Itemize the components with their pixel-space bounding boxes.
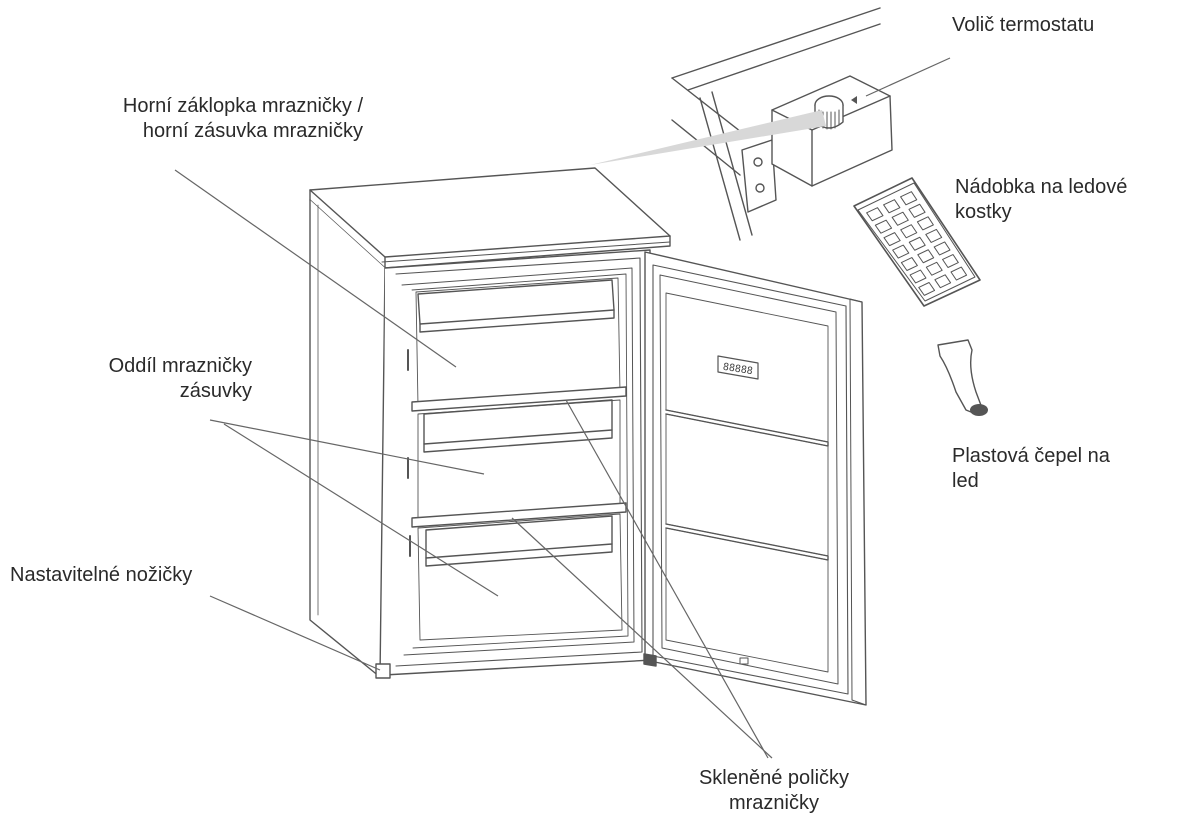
ice-tray-cell <box>950 266 968 281</box>
label-ice-scraper: Plastová čepel na led <box>952 444 1110 494</box>
leader-compartment-2 <box>223 423 499 597</box>
ice-scraper-icon <box>937 339 988 416</box>
ice-tray-cell <box>909 269 927 284</box>
ice-tray-cell <box>918 281 936 296</box>
ice-tray-cell <box>925 228 943 243</box>
label-ice-tray-line-2: kostky <box>955 201 1012 223</box>
thermostat-zoom-wedge <box>590 110 826 165</box>
label-top-flap-line-2: horní zásuvka mrazničky <box>142 120 363 142</box>
ice-tray-cell <box>908 203 926 218</box>
ice-tray-cell <box>892 244 910 259</box>
freezer-door <box>643 251 867 706</box>
label-feet-line-1: Nastavitelné nožičky <box>10 564 193 586</box>
ice-tray-cell <box>900 191 918 206</box>
ice-tray-cell <box>883 199 901 214</box>
label-shelves-line-1: Skleněné poličky <box>698 767 850 789</box>
door-display-text: 88888 <box>722 362 753 378</box>
label-top-flap-line-1: Horní záklopka mrazničky / <box>122 95 363 117</box>
ice-tray-cell <box>866 207 884 222</box>
label-thermostat-selector: Volič termostatu <box>952 13 1094 38</box>
label-compartment-line-1: Oddíl mrazničky <box>108 355 252 377</box>
label-top-flap: Horní záklopka mrazničky / horní zásuvka… <box>123 94 363 144</box>
label-ice-tray: Nádobka na ledové kostky <box>955 175 1127 225</box>
ice-tray-cell <box>925 261 943 276</box>
ice-tray-cell <box>942 254 959 268</box>
ice-tray-cell <box>874 219 893 234</box>
leader-compartment-1 <box>209 419 485 475</box>
label-scraper-line-2: led <box>952 470 979 492</box>
ice-tray-cell <box>883 232 901 247</box>
ice-tray-cell <box>908 236 926 251</box>
label-ice-tray-line-1: Nádobka na ledové <box>955 176 1128 198</box>
label-compartment-line-2: zásuvky <box>179 380 252 402</box>
label-freezer-compartment: Oddíl mrazničky zásuvky <box>109 354 252 404</box>
leader-feet <box>209 595 381 671</box>
label-glass-shelves: Skleněné poličky mrazničky <box>662 766 886 815</box>
label-shelves-line-2: mrazničky <box>728 792 819 814</box>
freezer-cabinet <box>309 167 671 679</box>
label-scraper-line-1: Plastová čepel na <box>952 445 1110 467</box>
leader-shelf-2 <box>511 517 773 759</box>
ice-tray-cell <box>917 249 935 264</box>
leader-top-flap <box>174 169 457 368</box>
label-adjustable-feet: Nastavitelné nožičky <box>10 563 192 588</box>
label-thermostat-line-1: Volič termostatu <box>952 14 1095 36</box>
leader-shelf-1 <box>565 399 769 759</box>
leader-lines <box>174 57 951 759</box>
ice-tray-cell <box>916 216 934 231</box>
ice-tray-cell <box>933 241 951 256</box>
thermostat-detail <box>671 7 893 241</box>
ice-tray-cell <box>900 224 918 239</box>
ice-tray-cell <box>934 274 952 289</box>
ice-tray-cell <box>900 257 918 272</box>
leader-thermostat <box>865 57 951 97</box>
ice-tray-cell <box>891 211 909 226</box>
